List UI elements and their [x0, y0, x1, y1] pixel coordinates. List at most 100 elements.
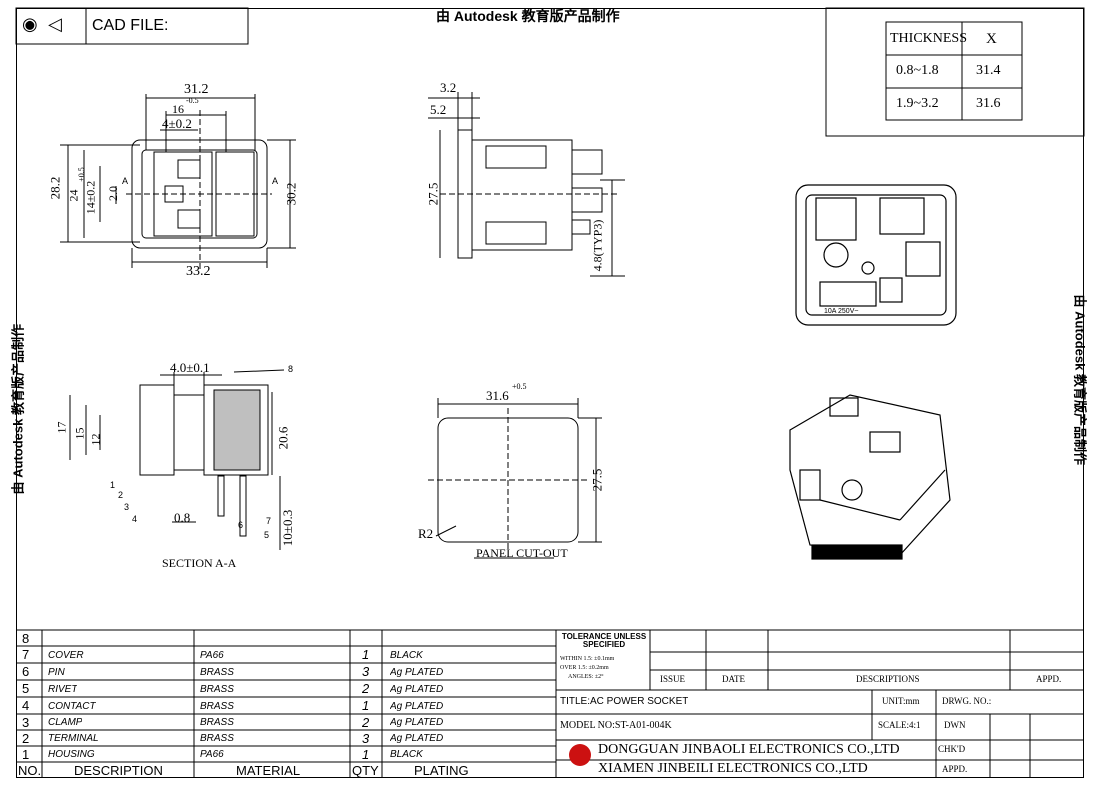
bom-row-desc: CONTACT — [48, 702, 96, 712]
company-name-2: XIAMEN JINBEILI ELECTRONICS CO.,LTD — [598, 762, 868, 776]
dim-side-typ: 4.8(TYP3) — [590, 219, 605, 272]
bom-header-desc: DESCRIPTION — [74, 764, 163, 777]
descriptions-header: DESCRIPTIONS — [856, 675, 920, 684]
bom-row-no: 5 — [22, 682, 30, 695]
bom-row-mat: BRASS — [200, 685, 234, 695]
dim-front-slot: 16 — [172, 102, 184, 116]
bom-row-plat: Ag PLATED — [390, 718, 444, 728]
bom-row-no: 8 — [22, 632, 30, 645]
dim-front-base: 33.2 — [186, 264, 211, 279]
bom-row-desc: CLAMP — [48, 718, 83, 728]
target-icon: ◉ — [22, 14, 38, 35]
dim-front-slot-tol: -0.5 — [186, 96, 199, 105]
bom-row-mat: PA66 — [200, 651, 224, 661]
bom-grid — [16, 629, 1084, 778]
company-logo — [569, 744, 591, 766]
drawing-frame — [16, 8, 1084, 778]
watermark-right: 由 Autodesk 教育版产品制作 — [1072, 294, 1088, 465]
bom-row-no: 6 — [22, 665, 30, 678]
watermark-left: 由 Autodesk 教育版产品制作 — [10, 324, 26, 495]
thickness-row-2-x: 31.6 — [976, 96, 1001, 111]
bom-row-desc: HOUSING — [48, 750, 95, 760]
dim-sec-h1: 17 — [54, 421, 69, 434]
bom-row-no: 1 — [22, 748, 30, 761]
section-marker-a-right: A — [272, 176, 279, 186]
dim-sec-pin: 10±0.3 — [280, 509, 296, 547]
appd-header: APPD. — [1036, 675, 1062, 684]
bom-row-plat: BLACK — [390, 651, 423, 661]
panel-cutout — [428, 398, 602, 559]
bom-row-qty: 3 — [362, 732, 370, 745]
dim-front-h1: 28.2 — [47, 176, 63, 200]
date-header: DATE — [722, 675, 745, 684]
tolerance-label: TOLERANCE UNLESS SPECIFIED — [561, 633, 647, 649]
dim-front-h3: 14±0.2 — [83, 180, 98, 215]
thickness-row-2-range: 1.9~3.2 — [896, 96, 939, 111]
panel-label: PANEL CUT-OUT — [476, 546, 568, 560]
dim-cut-radius: R2 — [418, 526, 434, 541]
bom-row-desc: PIN — [48, 668, 65, 678]
drawing-title: TITLE:AC POWER SOCKET — [560, 697, 689, 707]
bom-row-plat: Ag PLATED — [390, 685, 444, 695]
drawn-label: DWN — [944, 721, 966, 730]
bom-row-mat: BRASS — [200, 718, 234, 728]
thickness-header: THICKNESS — [890, 31, 968, 46]
thickness-row-1-range: 0.8~1.8 — [896, 63, 939, 78]
dim-side-t2: 5.2 — [430, 102, 447, 117]
bom-row-no: 3 — [22, 716, 30, 729]
dim-side-t1: 3.2 — [440, 80, 457, 95]
bom-row-mat: BRASS — [200, 702, 234, 712]
front-view — [60, 94, 296, 270]
tolerance-over: OVER 1.5: ±0.2mm — [560, 665, 609, 671]
bom-row-no: 7 — [22, 648, 30, 661]
bom-header-qty: QTY — [352, 764, 379, 777]
bom-row-qty: 2 — [362, 716, 370, 729]
bom-row-qty: 3 — [362, 665, 370, 678]
bom-row-qty: 1 — [362, 748, 370, 761]
dim-cut-width: 31.6 — [486, 388, 509, 403]
section-label: SECTION A-A — [162, 556, 237, 570]
dim-front-h-right: 30.2 — [283, 182, 299, 206]
bom-header-plat: PLATING — [414, 764, 469, 777]
company-name-1: DONGGUAN JINBAOLI ELECTRONICS CO.,LTD — [598, 743, 900, 757]
bom-row-desc: TERMINAL — [48, 734, 99, 744]
dim-side-height: 27.5 — [425, 182, 441, 206]
checked-label: CHK'D — [938, 745, 966, 754]
callout-1: 1 — [110, 480, 116, 490]
thickness-row-1-x: 31.4 — [976, 63, 1001, 78]
dim-sec-width: 4.0±0.1 — [170, 360, 210, 375]
dim-sec-h3: 12 — [88, 433, 103, 446]
section-view — [69, 369, 285, 550]
bom-row-mat: BRASS — [200, 734, 234, 744]
dim-sec-gap: 0.8 — [174, 510, 191, 525]
bom-row-plat: Ag PLATED — [390, 702, 444, 712]
callout-7: 7 — [266, 516, 272, 526]
bom-row-plat: Ag PLATED — [390, 668, 444, 678]
callout-8: 8 — [288, 364, 294, 374]
callout-6: 6 — [238, 520, 244, 530]
dim-cut-width-tol: +0.5 — [512, 382, 527, 391]
callout-4: 4 — [132, 514, 138, 524]
dim-cut-height: 27.5 — [589, 468, 605, 492]
issue-header: ISSUE — [660, 675, 686, 684]
dim-sec-h2: 15 — [72, 427, 87, 440]
model-number: MODEL NO:ST-A01-004K — [560, 721, 672, 731]
bom-row-mat: BRASS — [200, 668, 234, 678]
bom-header-mat: MATERIAL — [236, 764, 301, 777]
bom-row-qty: 1 — [362, 699, 370, 712]
cone-icon: ◁ — [48, 14, 62, 35]
dim-front-width: 31.2 — [184, 82, 209, 97]
bom-row-qty: 1 — [362, 648, 370, 661]
approved-label: APPD. — [942, 765, 968, 774]
bom-row-no: 4 — [22, 699, 30, 712]
callout-2: 2 — [118, 490, 124, 500]
tolerance-angles: ANGLES: ±2° — [568, 674, 604, 680]
dim-front-h4: 2.0 — [106, 186, 120, 201]
dim-sec-h4: 20.6 — [275, 426, 291, 450]
rating-label: 10A 250V~ — [824, 308, 859, 315]
side-view — [428, 92, 625, 277]
dim-front-h2-tol: +0.5 — [76, 167, 86, 182]
watermark-top: 由 Autodesk 教育版产品制作 — [436, 8, 620, 24]
unit-label: UNIT:mm — [882, 697, 920, 706]
